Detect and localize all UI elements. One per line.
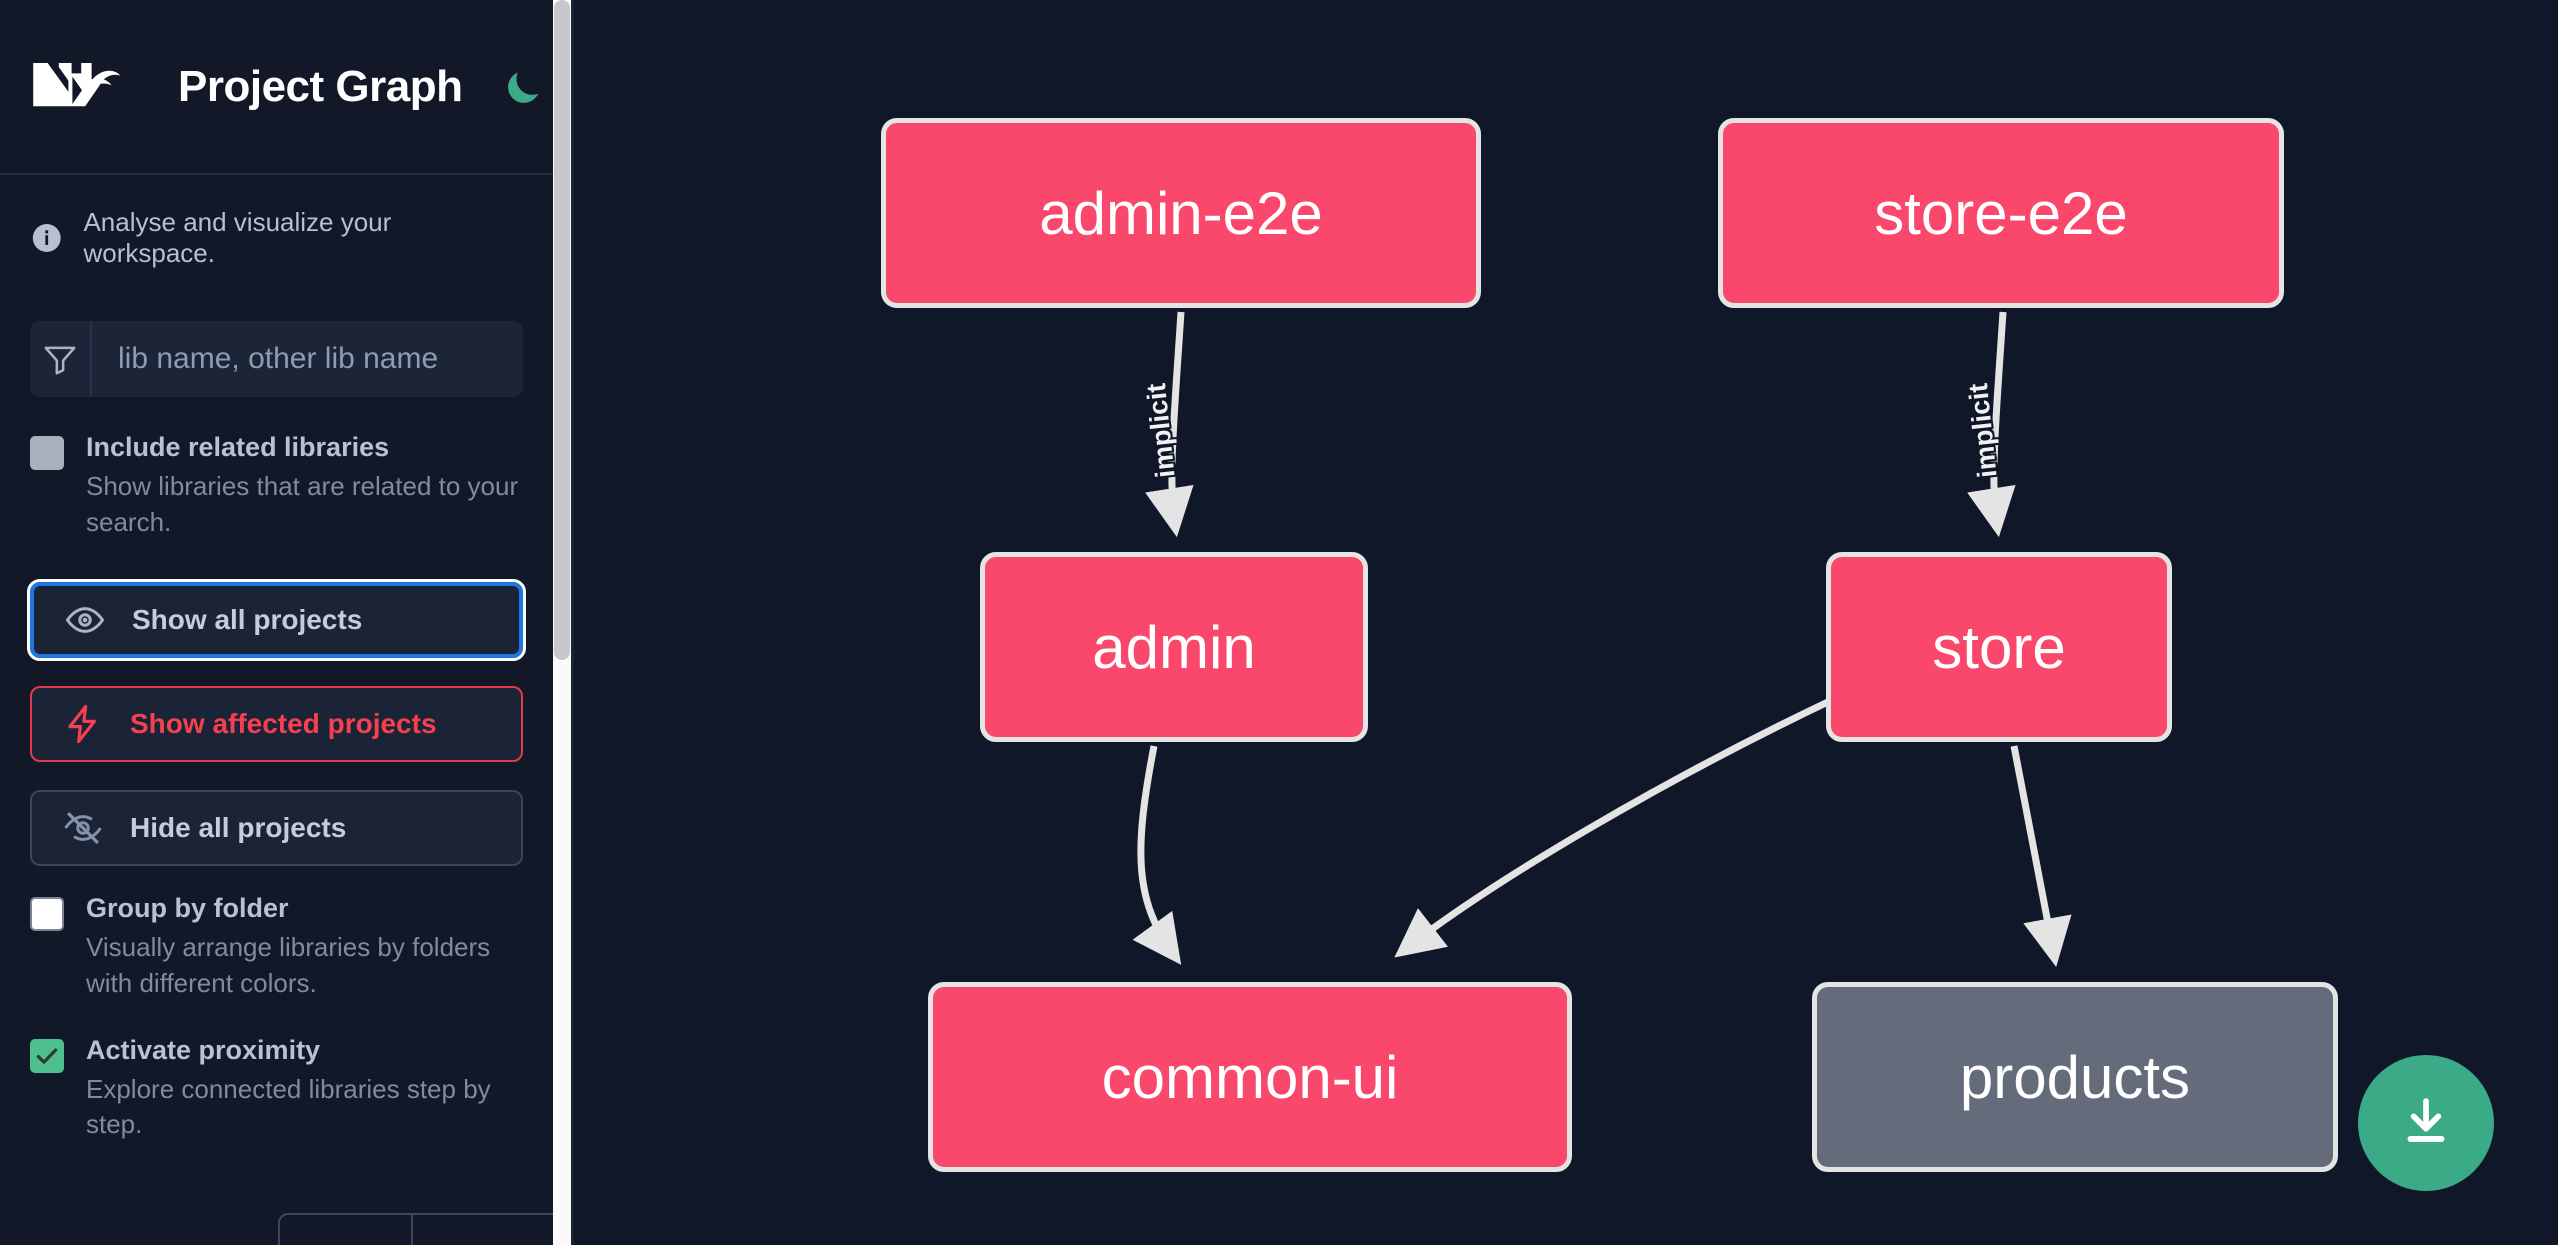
segment-2[interactable] bbox=[413, 1215, 553, 1245]
info-circle-icon bbox=[32, 224, 61, 252]
projects-button-group: Show all projects Show affected projects… bbox=[0, 579, 553, 867]
graph-node-label: products bbox=[1959, 1043, 2191, 1111]
info-banner: Analyse and visualize your workspace. bbox=[0, 175, 553, 269]
graph-node-store[interactable]: store bbox=[1826, 552, 2172, 742]
activate-proximity-label: Activate proximity bbox=[86, 1034, 321, 1065]
group-by-folder-row[interactable]: Group by folder Visually arrange librari… bbox=[0, 894, 553, 1001]
edge-store-common-ui bbox=[1394, 696, 1834, 958]
download-image-button[interactable] bbox=[2358, 1055, 2494, 1191]
graph-edges bbox=[1132, 311, 2072, 968]
hide-all-projects-button[interactable]: Hide all projects bbox=[30, 790, 523, 867]
graph-node-label: admin-e2e bbox=[1039, 179, 1323, 247]
eye-off-icon bbox=[64, 812, 102, 845]
graph-node-admin[interactable]: admin bbox=[980, 552, 1368, 742]
graph-node-common-ui[interactable]: common-ui bbox=[928, 982, 1572, 1172]
info-text: Analyse and visualize your workspace. bbox=[83, 207, 392, 268]
group-by-folder-label: Group by folder bbox=[86, 893, 289, 924]
hide-all-projects-label: Hide all projects bbox=[130, 812, 347, 844]
include-related-libraries-checkbox[interactable] bbox=[30, 436, 64, 470]
sidebar: Project Graph Analyse and visualize your… bbox=[0, 0, 553, 1245]
graph-node-label: common-ui bbox=[1101, 1043, 1399, 1111]
graph-node-admin-e2e[interactable]: admin-e2e bbox=[881, 118, 1481, 308]
check-icon bbox=[36, 1048, 58, 1064]
moon-icon[interactable] bbox=[498, 62, 548, 112]
graph-node-label: store bbox=[1932, 613, 2066, 681]
include-related-libraries-row[interactable]: Include related libraries Show libraries… bbox=[0, 432, 553, 540]
activate-proximity-checkbox[interactable] bbox=[30, 1038, 64, 1073]
activate-proximity-row[interactable]: Activate proximity Explore connected lib… bbox=[0, 1034, 553, 1143]
show-all-projects-button[interactable]: Show all projects bbox=[27, 579, 526, 662]
edge-store-products bbox=[2010, 745, 2072, 968]
group-by-folder-checkbox[interactable] bbox=[30, 897, 64, 932]
download-icon bbox=[2407, 1098, 2445, 1142]
page-title: Project Graph bbox=[178, 61, 463, 111]
sidebar-divider bbox=[571, 0, 574, 1245]
edge-admin-e2e-admin bbox=[1145, 311, 1194, 538]
edge-store-e2e-store bbox=[1967, 311, 2016, 538]
search-input[interactable] bbox=[92, 321, 523, 397]
activate-proximity-description: Explore connected libraries step by step… bbox=[86, 1073, 491, 1140]
filter-funnel-icon bbox=[30, 321, 92, 397]
edge-admin-common-ui bbox=[1132, 745, 1182, 965]
graph-canvas[interactable]: admin-e2e store-e2e admin store common-u… bbox=[574, 0, 2558, 1245]
sidebar-scrollbar[interactable] bbox=[553, 0, 571, 1245]
nx-logo-icon bbox=[33, 62, 121, 106]
graph-node-store-e2e[interactable]: store-e2e bbox=[1718, 118, 2284, 308]
graph-node-label: admin bbox=[1092, 613, 1256, 681]
graph-node-label: store-e2e bbox=[1874, 179, 2128, 247]
show-all-projects-label: Show all projects bbox=[132, 604, 363, 636]
proximity-step-segmented-control[interactable] bbox=[278, 1213, 553, 1245]
moon-glyph bbox=[508, 72, 539, 103]
show-affected-projects-label: Show affected projects bbox=[130, 708, 437, 740]
funnel-glyph bbox=[44, 346, 76, 375]
group-by-folder-description: Visually arrange libraries by folders wi… bbox=[86, 932, 491, 998]
lightning-icon bbox=[68, 705, 96, 744]
search-field[interactable] bbox=[30, 321, 523, 397]
sidebar-header: Project Graph bbox=[0, 0, 553, 175]
graph-node-products[interactable]: products bbox=[1812, 982, 2338, 1172]
eye-icon bbox=[65, 607, 105, 634]
include-related-libraries-description: Show libraries that are related to your … bbox=[86, 470, 519, 537]
sidebar-scrollbar-thumb[interactable] bbox=[554, 0, 570, 660]
show-affected-projects-button[interactable]: Show affected projects bbox=[30, 686, 523, 763]
include-related-libraries-label: Include related libraries bbox=[86, 432, 390, 462]
segment-1[interactable] bbox=[280, 1215, 413, 1245]
